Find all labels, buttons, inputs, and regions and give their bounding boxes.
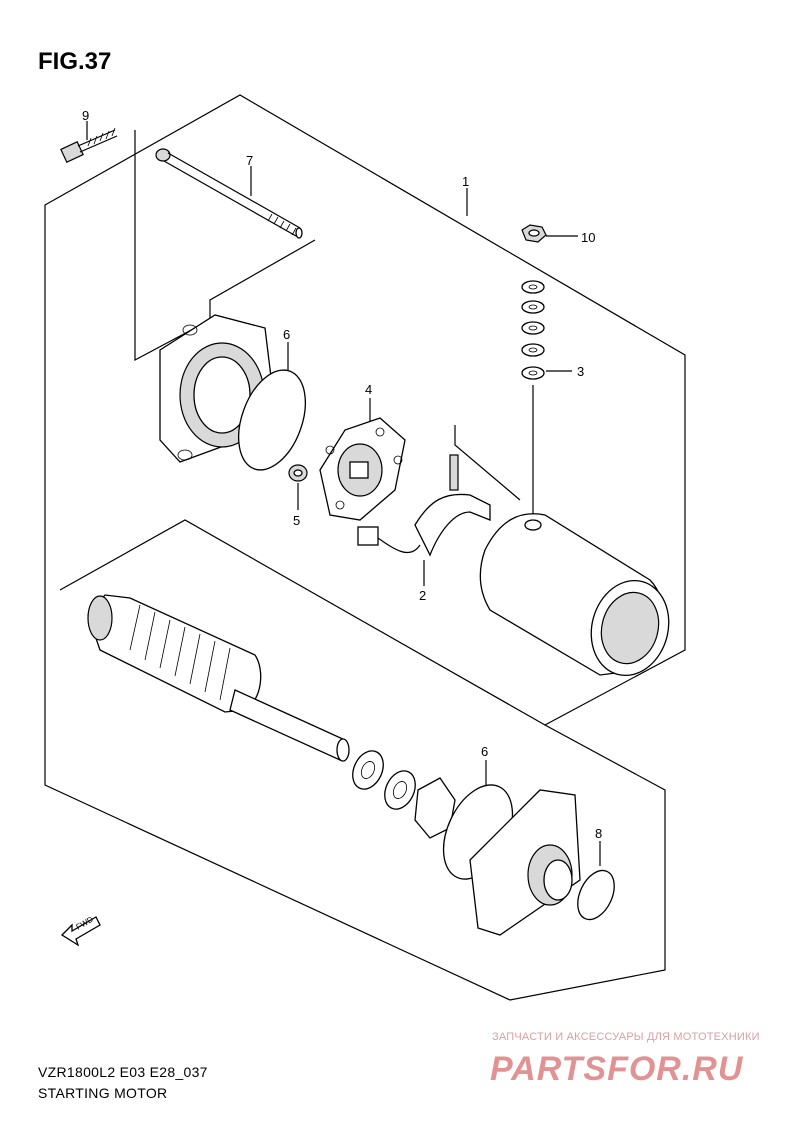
callout-7: 7 [246,153,253,168]
callout-1: 1 [462,174,469,189]
watermark-tagline: ЗАПЧАСТИ И АКСЕССУАРЫ ДЛЯ МОТОТЕХНИКИ [492,1031,760,1043]
shaft-washers [352,750,456,839]
callout-6-lower: 6 [481,744,488,759]
callout-3: 3 [577,364,584,379]
callout-9: 9 [82,108,89,123]
callout-10: 10 [581,230,595,245]
callout-2: 2 [419,588,426,603]
brush-holder-part-4 [319,417,406,521]
callouts: 9 7 1 10 6 3 4 5 2 6 8 [82,108,602,866]
forward-direction-badge: FWD [60,915,101,947]
bolt-part-9 [60,127,118,163]
callout-5: 5 [293,513,300,528]
o-ring-upper-part-6 [238,369,306,471]
watermark-logo: PARTSFOR.RU [490,1050,744,1088]
bearing-part-5 [288,464,308,482]
terminal-part-2 [357,454,491,557]
yoke-part-1 [479,513,670,677]
callout-4: 4 [365,382,372,397]
o-ring-part-8 [577,869,615,921]
callout-8: 8 [595,826,602,841]
front-housing-cover [469,789,581,936]
assembly-boundary [44,94,686,1001]
armature [87,594,350,762]
figure-title: FIG.37 [38,48,112,75]
yoke-guide-line [454,425,521,501]
diagram-caption: STARTING MOTOR [38,1085,168,1101]
armature-guide-frame [59,519,546,726]
through-bolt-part-7 [155,148,303,239]
nut-part-10 [521,224,547,243]
washer-stack-part-3 [521,280,545,520]
model-code: VZR1800L2 E03 E28_037 [38,1064,208,1080]
callout-6-upper: 6 [283,327,290,342]
